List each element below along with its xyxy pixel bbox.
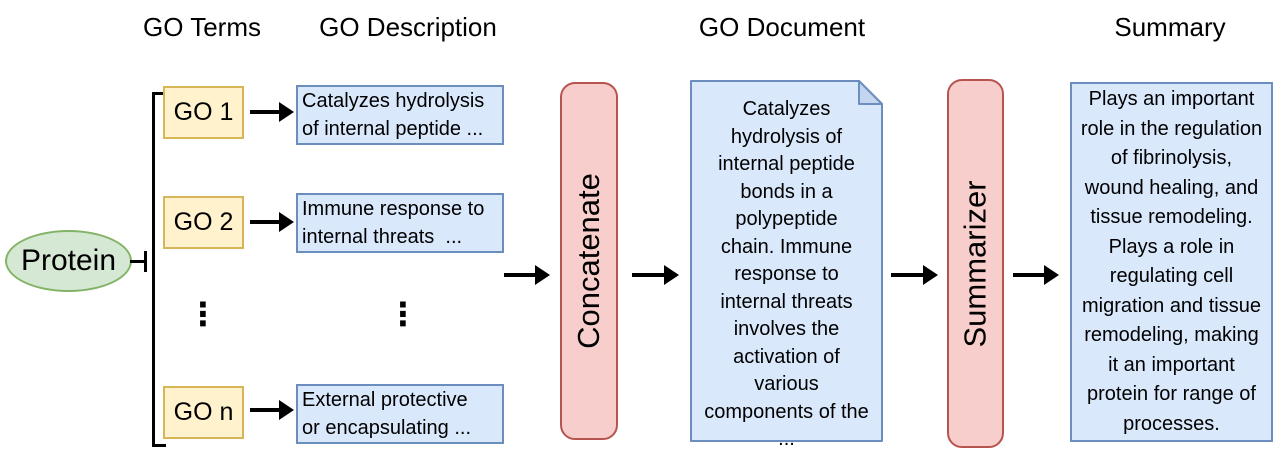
go-document-shape: Catalyzes hydrolysis of internal peptide… (690, 80, 883, 450)
arrowhead-icon (923, 265, 938, 285)
header-summary: Summary (1114, 12, 1226, 42)
summarizer-label: Summarizer (957, 179, 993, 348)
go-term-label: GO 1 (173, 98, 234, 126)
header-go-terms: GO Terms (143, 12, 261, 42)
document-fold-path (858, 80, 883, 105)
protein-connector-tick (144, 251, 147, 272)
document-body-path (690, 80, 883, 442)
document-outline (690, 80, 883, 442)
go-terms-bracket (152, 92, 166, 447)
arrow-descriptions-to-concatenate (504, 265, 550, 285)
summary-text: Plays an important role in the regulatio… (1080, 88, 1263, 435)
go-term-label: GO 2 (173, 208, 234, 236)
go-description-box-3: External protective or encapsulating ... (296, 384, 504, 444)
go-description-text: Immune response to internal threats ... (302, 198, 485, 248)
header-go-document: GO Document (698, 12, 866, 42)
arrow-concatenate-to-document (632, 265, 679, 285)
arrowhead-icon (535, 265, 550, 285)
protein-ellipse: Protein (5, 230, 132, 292)
ellipsis-descriptions: ⋮ (387, 296, 419, 332)
arrow-shaft (632, 273, 666, 277)
go-term-box-1: GO 1 (163, 86, 244, 139)
arrowhead-icon (664, 265, 679, 285)
go-description-box-1: Catalyzes hydrolysis of internal peptide… (296, 85, 504, 145)
arrowhead-icon (279, 102, 294, 122)
arrow-shaft (250, 220, 281, 224)
go-term-box-2: GO 2 (163, 196, 244, 249)
go-term-box-n: GO n (163, 386, 244, 439)
concatenate-label: Concatenate (571, 173, 606, 349)
arrow-shaft (1013, 273, 1046, 277)
arrow-shaft (504, 273, 537, 277)
protein-connector-line (130, 260, 145, 263)
header-go-description: GO Description (319, 12, 497, 42)
arrowhead-icon (1044, 265, 1059, 285)
arrow-document-to-summarizer (891, 265, 938, 285)
arrow-go2-to-description (250, 212, 294, 232)
arrow-shaft (250, 408, 281, 412)
summary-box: Plays an important role in the regulatio… (1070, 82, 1273, 442)
go-description-box-2: Immune response to internal threats ... (296, 193, 504, 253)
arrow-gon-to-description (250, 400, 294, 420)
go-document-text: Catalyzes hydrolysis of internal peptide… (704, 98, 869, 450)
protein-label: Protein (20, 244, 117, 277)
go-description-text: Catalyzes hydrolysis of internal peptide… (302, 90, 485, 140)
arrow-shaft (891, 273, 925, 277)
ellipsis-go-terms: ⋮ (187, 296, 219, 332)
summarizer-box: Summarizer (947, 79, 1004, 448)
arrowhead-icon (279, 400, 294, 420)
arrow-summarizer-to-summary (1013, 265, 1059, 285)
go-term-label: GO n (173, 398, 234, 426)
concatenate-box: Concatenate (560, 82, 618, 440)
arrow-shaft (250, 110, 281, 114)
arrow-go1-to-description (250, 102, 294, 122)
arrowhead-icon (279, 212, 294, 232)
go-description-text: External protective or encapsulating ... (302, 389, 471, 439)
